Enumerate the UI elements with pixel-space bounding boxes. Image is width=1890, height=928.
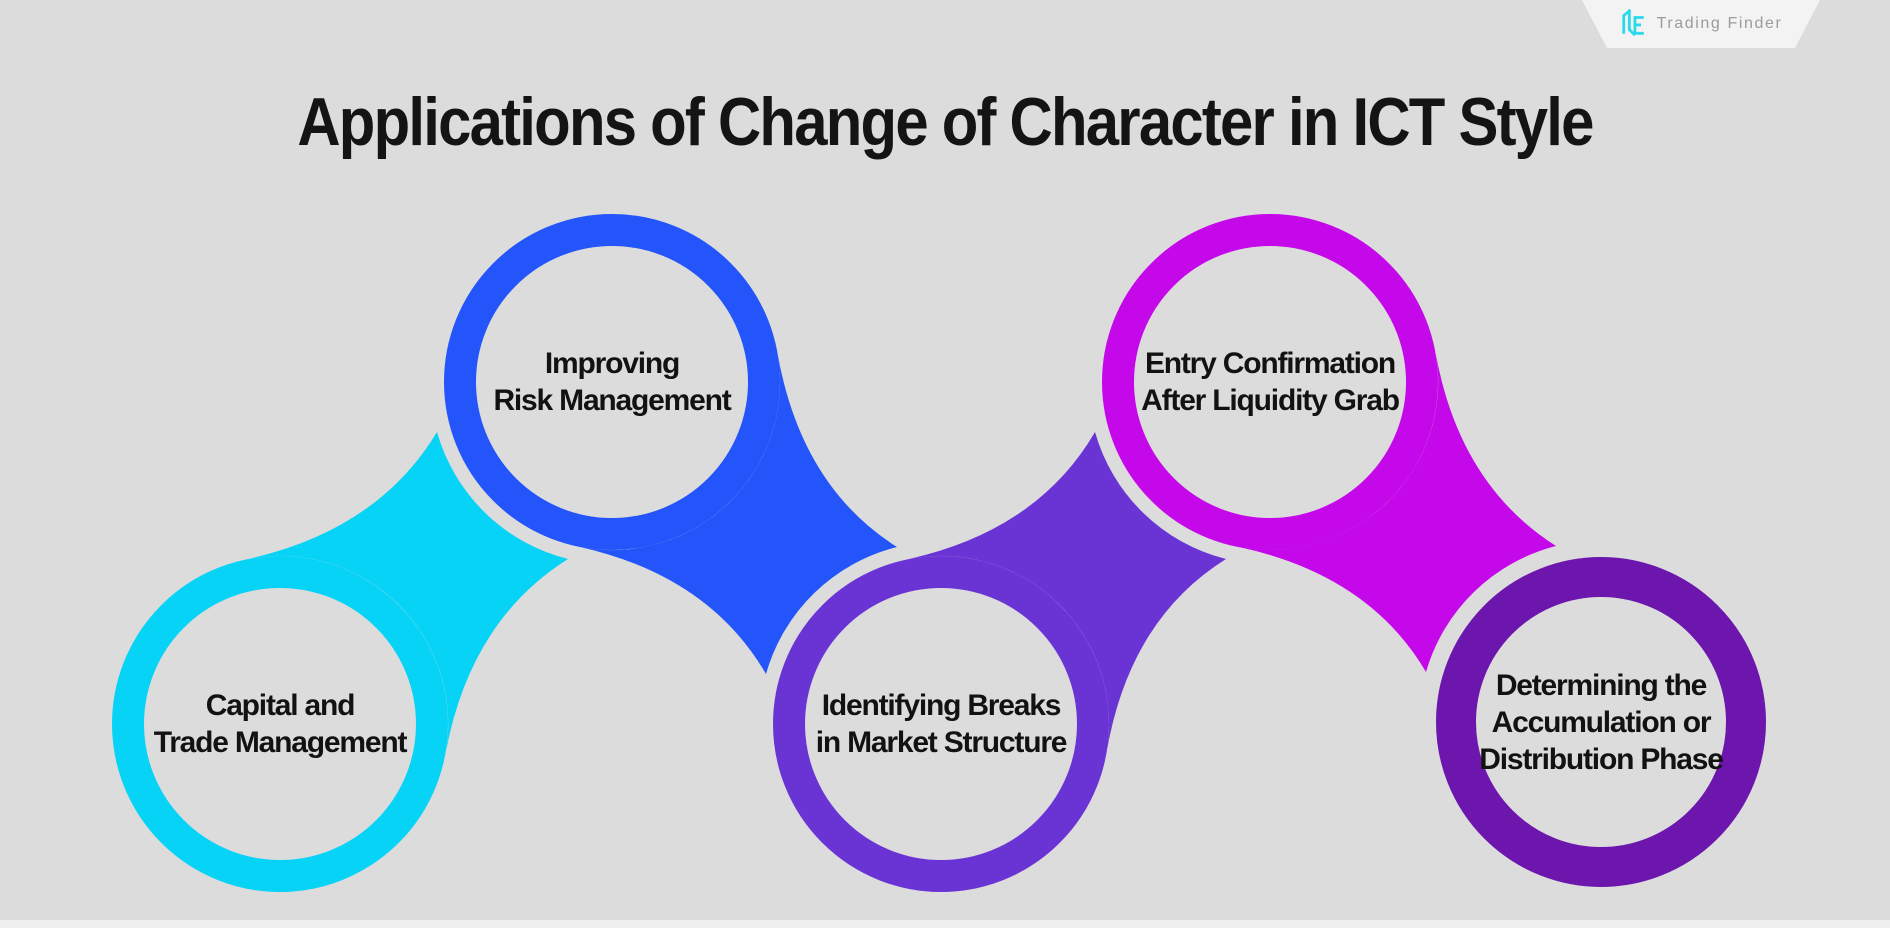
page-title: Applications of Change of Character in I… [297, 84, 1594, 160]
ring-3 [773, 556, 1109, 892]
connector-2-3 [580, 356, 897, 674]
ring-4 [1102, 214, 1438, 550]
ring-2 [444, 214, 780, 550]
connector-4-5 [1239, 355, 1556, 672]
logo-mark-left-stroke [1627, 9, 1636, 37]
trading-finder-logo-icon [1621, 8, 1644, 37]
connector-3-4 [909, 432, 1226, 750]
ring-5 [1436, 557, 1766, 887]
brand-name: Trading Finder [1656, 15, 1783, 32]
logo-mark-left-slant [1621, 8, 1631, 34]
bottom-strip [0, 920, 1890, 928]
connector-1-2 [248, 432, 568, 751]
brand-badge: Trading Finder [1582, 0, 1820, 48]
ring-1 [112, 556, 448, 892]
